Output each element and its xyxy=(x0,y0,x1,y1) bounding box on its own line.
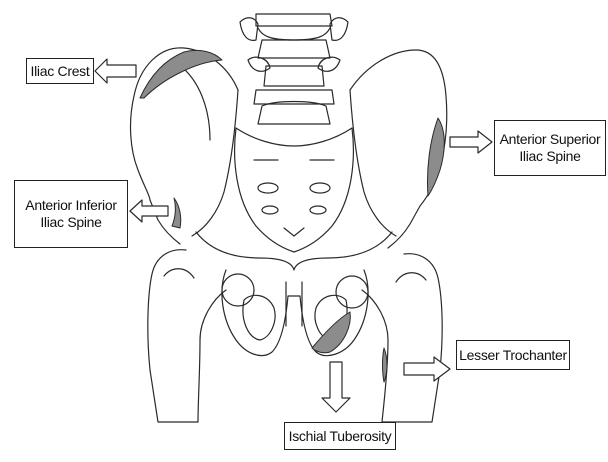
asis-highlight xyxy=(427,118,444,196)
label-iliac-crest-text: Iliac Crest xyxy=(31,63,90,80)
label-ischial-tuberosity-text: Ischial Tuberosity xyxy=(289,428,392,445)
label-asis-line1: Anterior Superior xyxy=(500,131,601,148)
label-aiis-line2: Iliac Spine xyxy=(40,214,101,231)
ischial-tuberosity-highlight xyxy=(312,312,350,353)
arrow-right-icon xyxy=(404,357,450,381)
arrow-right-icon xyxy=(450,131,492,153)
arrow-left-icon xyxy=(95,59,136,83)
label-iliac-crest: Iliac Crest xyxy=(26,58,94,84)
aiis-highlight xyxy=(172,198,181,228)
label-anterior-superior-iliac-spine: Anterior Superior Iliac Spine xyxy=(494,120,606,176)
arrow-left-icon xyxy=(130,200,168,222)
highlighted-attachment-sites xyxy=(140,50,444,382)
right-femur xyxy=(336,254,442,422)
label-ischial-tuberosity: Ischial Tuberosity xyxy=(284,422,396,450)
label-aiis-line1: Anterior Inferior xyxy=(25,197,116,214)
arrow-down-icon xyxy=(322,362,350,412)
pelvic-brim xyxy=(196,232,392,270)
pubis-ischium xyxy=(222,270,368,356)
lumbar-vertebra xyxy=(240,14,348,124)
left-femur xyxy=(148,250,254,422)
label-asis-line2: Iliac Spine xyxy=(519,148,580,165)
label-lesser-trochanter-text: Lesser Trochanter xyxy=(459,347,567,364)
sacrum xyxy=(235,128,354,252)
label-anterior-inferior-iliac-spine: Anterior Inferior Iliac Spine xyxy=(14,180,128,248)
label-lesser-trochanter: Lesser Trochanter xyxy=(456,340,570,370)
iliac-crest-highlight xyxy=(140,50,222,98)
